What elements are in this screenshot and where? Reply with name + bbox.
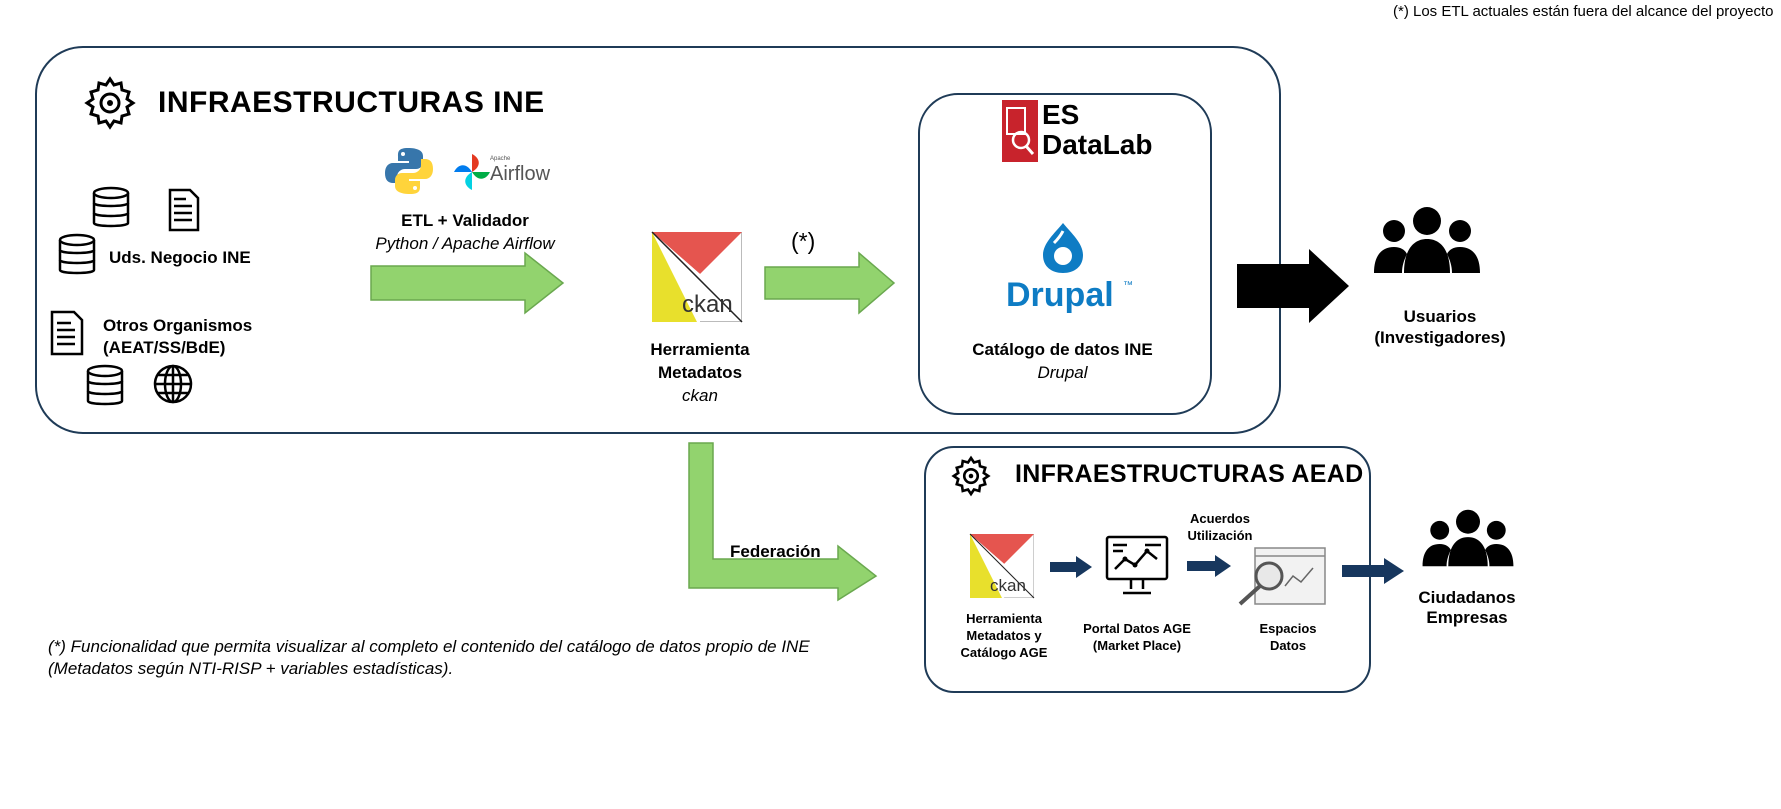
otros-organismos-label: Otros Organismos (AEAT/SS/BdE): [103, 315, 252, 359]
document-icon: [168, 188, 200, 232]
catalog-label: Catálogo de datos INE Drupal: [950, 338, 1175, 384]
portal-line2: (Market Place): [1092, 638, 1182, 653]
flow-arrow: [1187, 555, 1231, 577]
aead-ckan-line3: Catálogo AGE: [960, 645, 1048, 660]
federation-label: Federación: [730, 542, 821, 561]
drupal-tm: ™: [1123, 280, 1133, 291]
etl-label: ETL + Validador Python / Apache Airflow: [360, 209, 570, 255]
citizens-line1: Ciudadanos: [1418, 588, 1516, 607]
catalog-line1: Catálogo de datos INE: [972, 340, 1153, 359]
agreements-line1: Acuerdos: [1190, 511, 1250, 526]
footnote: (*) Funcionalidad que permita visualizar…: [48, 636, 810, 680]
airflow-label: Airflow: [490, 163, 551, 185]
flow-arrow: [1050, 556, 1092, 578]
etl-line1: ETL + Validador: [401, 211, 529, 230]
espacios-line1: Espacios: [1259, 621, 1317, 636]
ckan-to-catalog-arrow: [764, 251, 896, 315]
users-arrow: [1237, 249, 1349, 323]
drupal-drop-icon: [1043, 223, 1083, 273]
ine-title: INFRAESTRUCTURAS INE: [158, 86, 545, 119]
ckan-tool-line3: ckan: [682, 386, 718, 405]
database-icon: [86, 364, 124, 406]
footnote-line1: (*) Funcionalidad que permita visualizar…: [48, 637, 810, 656]
portal-line1: Portal Datos AGE: [1083, 621, 1191, 636]
otros-line1: Otros Organismos: [103, 316, 253, 335]
gear-icon: [951, 455, 991, 497]
monitor-chart-icon: [1105, 535, 1169, 595]
portal-label: Portal Datos AGE (Market Place): [1075, 620, 1199, 654]
etl-line2: Python / Apache Airflow: [375, 234, 555, 253]
users-group-icon: [1374, 207, 1480, 273]
document-icon: [50, 310, 84, 356]
users-label: Usuarios (Investigadores): [1370, 306, 1510, 348]
ckan-tool-line1: Herramienta: [650, 340, 750, 359]
otros-line2: (AEAT/SS/BdE): [103, 338, 226, 357]
citizens-arrow: [1342, 558, 1404, 584]
citizens-line2: Empresas: [1426, 608, 1508, 627]
data-space-search-icon: [1238, 547, 1326, 606]
users-line1: Usuarios: [1403, 307, 1477, 326]
globe-icon: [153, 364, 193, 404]
aead-ckan-label: Herramienta Metadatos y Catálogo AGE: [944, 610, 1064, 661]
python-logo-icon: [385, 148, 433, 194]
drupal-logo-text: Drupal: [1006, 276, 1114, 314]
catalog-line2: Drupal: [1037, 363, 1088, 382]
asterisk-label: (*): [791, 228, 816, 254]
scope-note: (*) Los ETL actuales están fuera del alc…: [1393, 3, 1774, 20]
footnote-line2: (Metadatos según NTI-RISP + variables es…: [48, 659, 454, 678]
database-icon: [92, 186, 130, 228]
users-line2: (Investigadores): [1374, 328, 1506, 347]
espacios-line2: Datos: [1269, 638, 1307, 653]
gear-icon: [84, 76, 136, 130]
citizens-label: Ciudadanos Empresas: [1405, 588, 1529, 628]
es-line1: ES: [1042, 99, 1080, 130]
aead-ckan-line2: Metadatos y: [966, 628, 1042, 643]
agreements-line2: Utilización: [1187, 528, 1253, 543]
aead-ckan-line1: Herramienta: [966, 611, 1042, 626]
etl-arrow: [370, 251, 565, 315]
citizens-group-icon: [1422, 509, 1514, 567]
airflow-small-label: Apache: [490, 156, 511, 162]
es-datalab-logo-icon: [1002, 100, 1038, 162]
airflow-logo-icon: [454, 154, 490, 190]
ckan-logo-text: ckan: [682, 291, 733, 318]
ckan-logo-text: ckan: [990, 576, 1026, 595]
ckan-logo-icon: [651, 231, 743, 323]
aead-title: INFRAESTRUCTURAS AEAD: [1015, 460, 1364, 488]
es-line2: DataLab: [1042, 129, 1153, 160]
espacios-label: Espacios Datos: [1248, 620, 1328, 654]
federation-arrow: [688, 442, 878, 602]
uds-negocio-label: Uds. Negocio INE: [109, 248, 251, 267]
database-icon: [58, 233, 96, 275]
ckan-tool-label: Herramienta Metadatos ckan: [630, 338, 770, 407]
ckan-tool-line2: Metadatos: [657, 363, 743, 382]
ckan-logo-icon: [969, 533, 1035, 599]
agreements-label: Acuerdos Utilización: [1180, 510, 1260, 544]
es-datalab-label: ES DataLab: [1042, 100, 1152, 160]
